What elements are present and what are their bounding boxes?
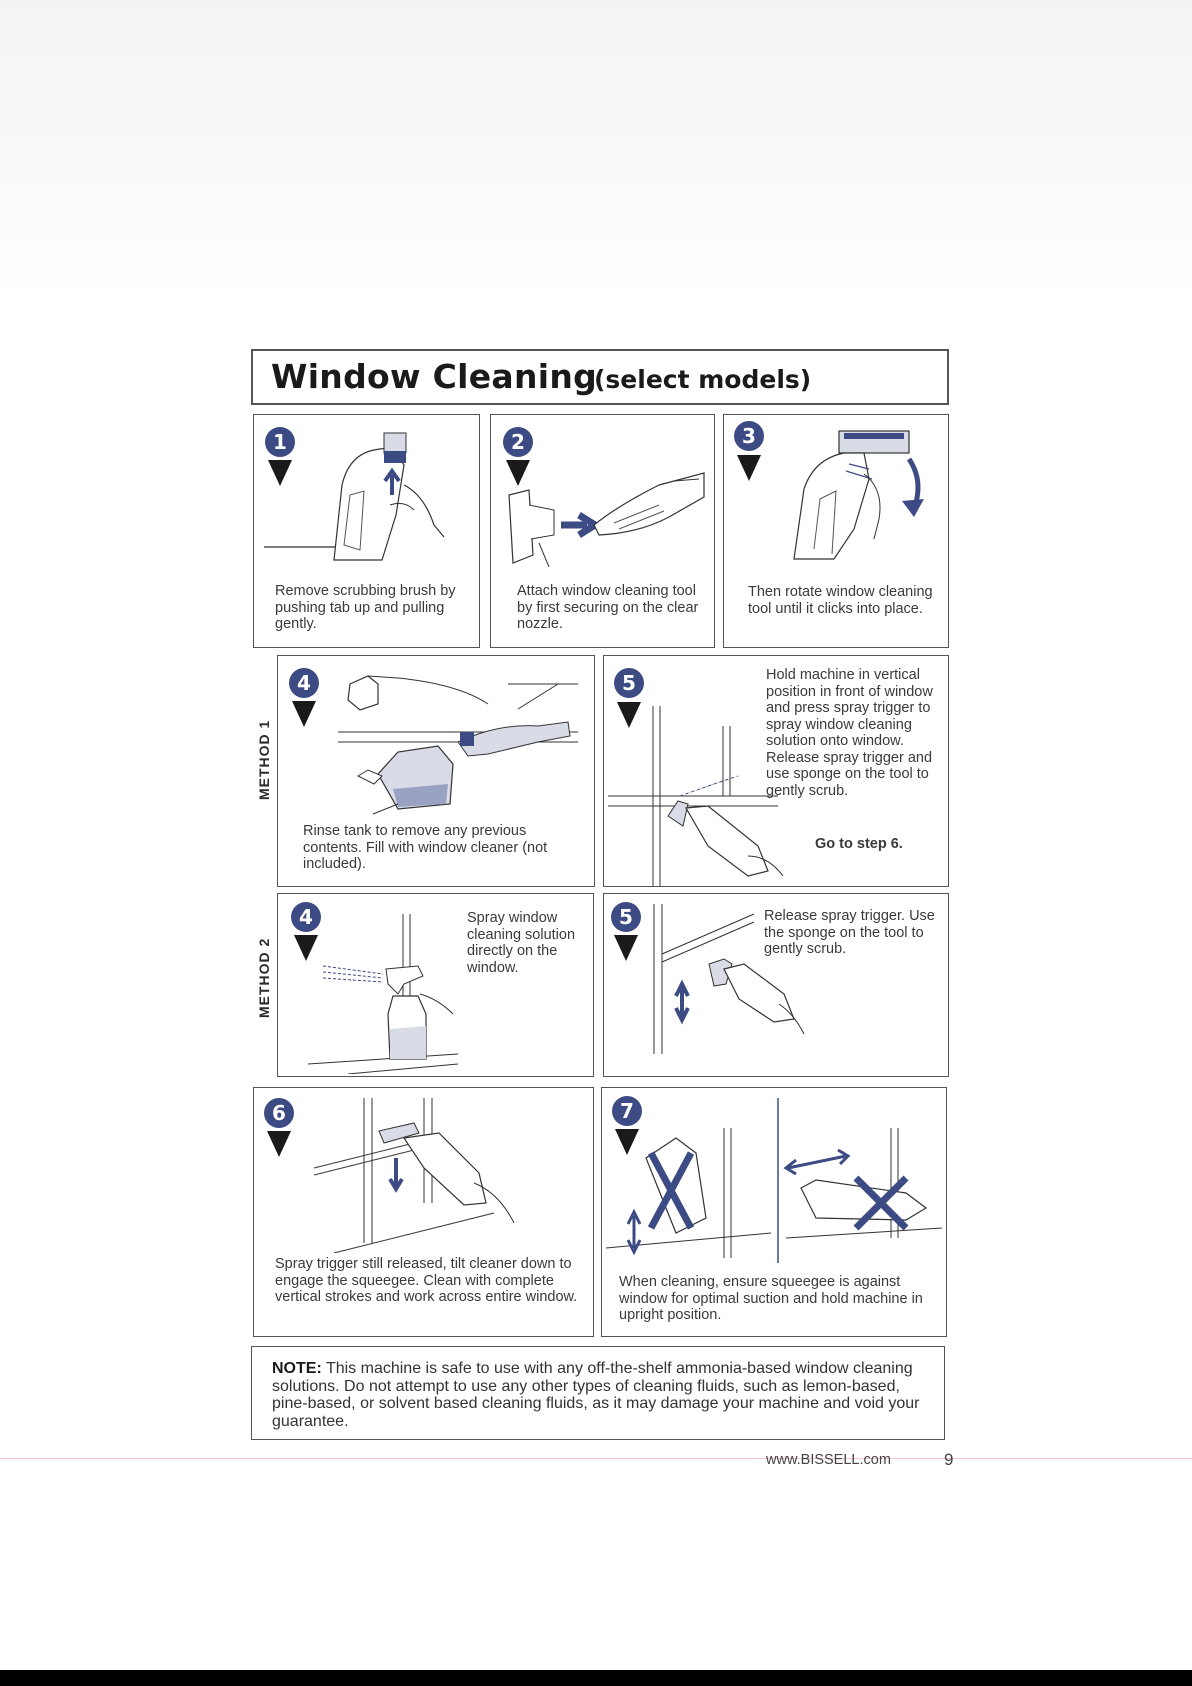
method-2-step-4-panel: 4 Spray window cleaning solution directl…: [277, 893, 594, 1077]
scan-bottom-edge: [0, 1670, 1192, 1686]
step-6-text: Spray trigger still released, tilt clean…: [275, 1256, 578, 1305]
step-7-badge: 7: [612, 1096, 642, 1126]
page-title: Window Cleaning: [271, 357, 598, 396]
step-arrow-icon: [617, 702, 641, 728]
incorrect-positions-illustration: [606, 1098, 942, 1263]
step-7-text: When cleaning, ensure squeegee is agains…: [619, 1274, 923, 1323]
method-2-step-4-text: Spray window cleaning solution directly …: [467, 910, 576, 976]
step-arrow-icon: [506, 460, 530, 486]
page-number: 9: [944, 1450, 954, 1469]
attach-tool-illustration: [499, 455, 709, 575]
step-2-panel: 2 Attach window cleaning tool by first s…: [490, 414, 715, 648]
step-2-badge: 2: [503, 427, 533, 457]
method-1-step-4-panel: 4 Rinse tank to remove any previous cont…: [277, 655, 595, 887]
note-text: NOTE: This machine is safe to use with a…: [272, 1360, 932, 1430]
step-arrow-icon: [615, 1129, 639, 1155]
step-3-badge: 3: [734, 421, 764, 451]
fill-tank-illustration: [338, 664, 588, 824]
method-2-label: METHOD 2: [256, 937, 272, 1018]
step-arrow-icon: [737, 455, 761, 481]
method-1-step-4-text: Rinse tank to remove any previous conten…: [303, 823, 548, 872]
method-2-step-5-badge: 5: [611, 902, 641, 932]
step-arrow-icon: [294, 935, 318, 961]
step-6-panel: 6 Spray trigger still released, tilt cle…: [253, 1087, 594, 1337]
note-box: NOTE: This machine is safe to use with a…: [251, 1346, 945, 1440]
method-1-step-5-badge: 5: [614, 668, 644, 698]
step-1-panel: 1 Remove scrubbing brush by pushing tab …: [253, 414, 480, 648]
method-2-step-5-text: Release spray trigger. Use the sponge on…: [764, 908, 935, 957]
go-to-step-6-text: Go to step 6.: [815, 836, 903, 852]
step-arrow-icon: [267, 1131, 291, 1157]
page-divider: [0, 1458, 1192, 1459]
scrub-window-illustration: [644, 904, 814, 1074]
step-3-panel: 3 Then rotate window cleaning tool until…: [723, 414, 949, 648]
step-arrow-icon: [268, 460, 292, 486]
page-subtitle: (select models): [594, 365, 812, 394]
method-2-step-4-badge: 4: [291, 902, 321, 932]
step-6-badge: 6: [264, 1098, 294, 1128]
method-1-step-4-badge: 4: [289, 668, 319, 698]
rotate-tool-illustration: [774, 419, 944, 569]
footer-url: www.BISSELL.com: [766, 1452, 891, 1468]
scan-background: [0, 0, 1192, 300]
spray-window-illustration: [608, 706, 788, 886]
section-title-box: Window Cleaning (select models): [251, 349, 949, 405]
squeegee-illustration: [314, 1093, 534, 1253]
remove-brush-illustration: [264, 425, 469, 565]
step-3-text: Then rotate window cleaning tool until i…: [748, 584, 933, 617]
note-body: This machine is safe to use with any off…: [272, 1360, 920, 1430]
step-1-text: Remove scrubbing brush by pushing tab up…: [275, 583, 456, 632]
method-1-label: METHOD 1: [256, 719, 272, 800]
step-1-badge: 1: [265, 427, 295, 457]
method-1-step-5-panel: 5 Hold machine in vertical position in f…: [603, 655, 949, 887]
method-2-step-5-panel: 5 Release spray trigger. Use the sponge …: [603, 893, 949, 1077]
method-1-step-5-text: Hold machine in vertical position in fro…: [766, 667, 933, 799]
step-2-text: Attach window cleaning tool by first sec…: [517, 583, 699, 632]
spray-bottle-illustration: [308, 914, 468, 1074]
step-arrow-icon: [614, 935, 638, 961]
step-7-panel: 7 When cleaning, ensure squeegee is agai…: [601, 1087, 947, 1337]
step-arrow-icon: [292, 701, 316, 727]
note-label: NOTE:: [272, 1360, 322, 1377]
